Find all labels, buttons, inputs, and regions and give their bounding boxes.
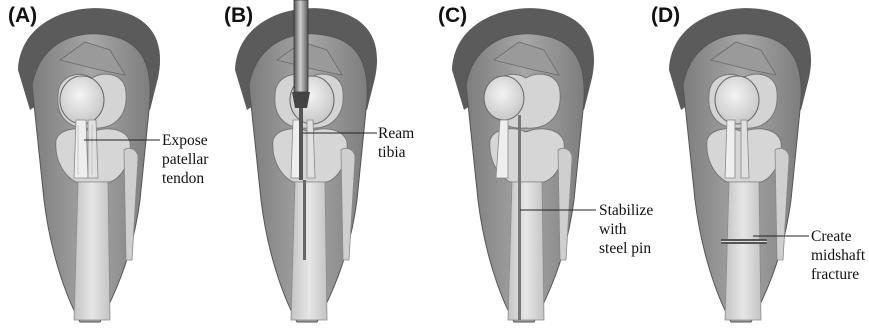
callout-d-line-1: Create xyxy=(811,227,865,246)
panel-d: (D) Create midshaft fracture xyxy=(651,0,868,329)
panel-b: (B) Ream tibia xyxy=(217,0,434,329)
knee-illustration-b xyxy=(217,0,434,329)
callout-c: Stabilize with steel pin xyxy=(599,201,653,258)
knee-illustration-c xyxy=(434,0,651,329)
callout-b-line-1: Ream xyxy=(378,124,414,143)
callout-a: Expose patellar tendon xyxy=(162,131,208,188)
callout-b: Ream tibia xyxy=(378,124,414,162)
callout-d-line-3: fracture xyxy=(811,265,865,284)
callout-d: Create midshaft fracture xyxy=(811,227,865,284)
panel-label-d: (D) xyxy=(651,4,680,28)
callout-a-line-3: tendon xyxy=(162,169,208,188)
callout-a-line-2: patellar xyxy=(162,150,208,169)
callout-c-line-1: Stabilize xyxy=(599,201,653,220)
callout-c-line-3: steel pin xyxy=(599,239,653,258)
panel-a: (A) Expose patellar tendon xyxy=(0,0,217,329)
callout-b-line-2: tibia xyxy=(378,143,414,162)
panel-label-a: (A) xyxy=(8,4,37,28)
panel-label-b: (B) xyxy=(224,4,253,28)
panel-label-c: (C) xyxy=(438,4,467,28)
callout-a-line-1: Expose xyxy=(162,131,208,150)
callout-d-line-2: midshaft xyxy=(811,246,865,265)
callout-c-line-2: with xyxy=(599,220,653,239)
panel-c: (C) Stabilize with steel pin xyxy=(434,0,651,329)
